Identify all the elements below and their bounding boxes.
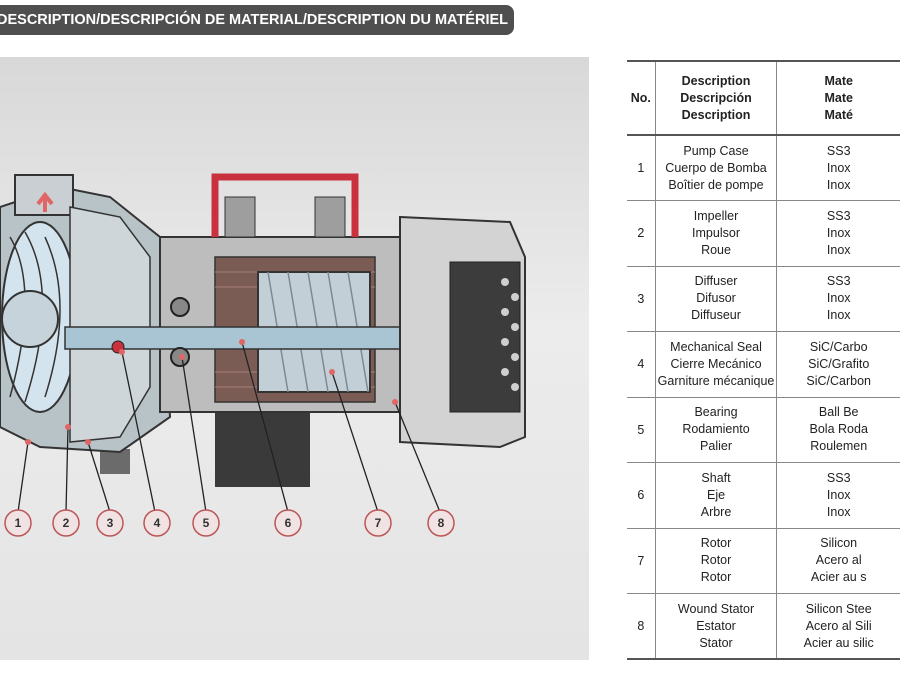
- front-foot: [100, 449, 130, 474]
- svg-text:4: 4: [154, 516, 161, 530]
- material-table: No. Description Descripción Description …: [627, 60, 900, 660]
- table-header-row: No. Description Descripción Description …: [627, 60, 900, 136]
- callout-6: 6: [274, 509, 302, 537]
- svg-text:3: 3: [107, 516, 114, 530]
- pump-base: [215, 409, 310, 487]
- section-header: DESCRIPTION/DESCRIPCIÓN DE MATERIAL/DESC…: [0, 5, 514, 35]
- terminal-right: [314, 196, 346, 238]
- diffuser: [69, 206, 151, 443]
- impeller: [1, 221, 79, 413]
- cooling-fan: [449, 261, 521, 413]
- svg-text:2: 2: [63, 516, 70, 530]
- flow-arrow-icon: [36, 191, 54, 212]
- svg-text:5: 5: [203, 516, 210, 530]
- row-number: 5: [627, 397, 656, 463]
- pump-cutaway-diagram: 1 2 3 4 5 6 7 8: [0, 57, 589, 660]
- svg-text:6: 6: [285, 516, 292, 530]
- bearing-front-top: [170, 297, 190, 317]
- section-title: DESCRIPTION/DESCRIPCIÓN DE MATERIAL/DESC…: [0, 12, 509, 28]
- lifting-handle: [211, 173, 359, 237]
- row-number: 4: [627, 331, 656, 398]
- callout-8: 8: [427, 509, 455, 537]
- row-number: 1: [627, 135, 656, 201]
- row-number: 8: [627, 593, 656, 660]
- callout-4: 4: [143, 509, 171, 537]
- callout-2: 2: [52, 509, 80, 537]
- svg-text:8: 8: [438, 516, 445, 530]
- callout-1: 1: [4, 509, 32, 537]
- leader-lines: [17, 341, 441, 513]
- row-number: 3: [627, 266, 656, 332]
- header-no: No.: [627, 60, 656, 136]
- header-description: Description Descripción Description: [655, 60, 778, 136]
- row-number: 2: [627, 200, 656, 267]
- terminal-left: [224, 196, 256, 238]
- header-material: Mate Mate Maté: [776, 60, 900, 136]
- callout-7: 7: [364, 509, 392, 537]
- row-number: 7: [627, 528, 656, 594]
- callout-3: 3: [96, 509, 124, 537]
- svg-text:1: 1: [15, 516, 22, 530]
- pump-illustration: 1 2 3 4 5 6 7 8: [0, 173, 526, 537]
- svg-text:7: 7: [375, 516, 382, 530]
- row-number: 6: [627, 462, 656, 529]
- callout-5: 5: [192, 509, 220, 537]
